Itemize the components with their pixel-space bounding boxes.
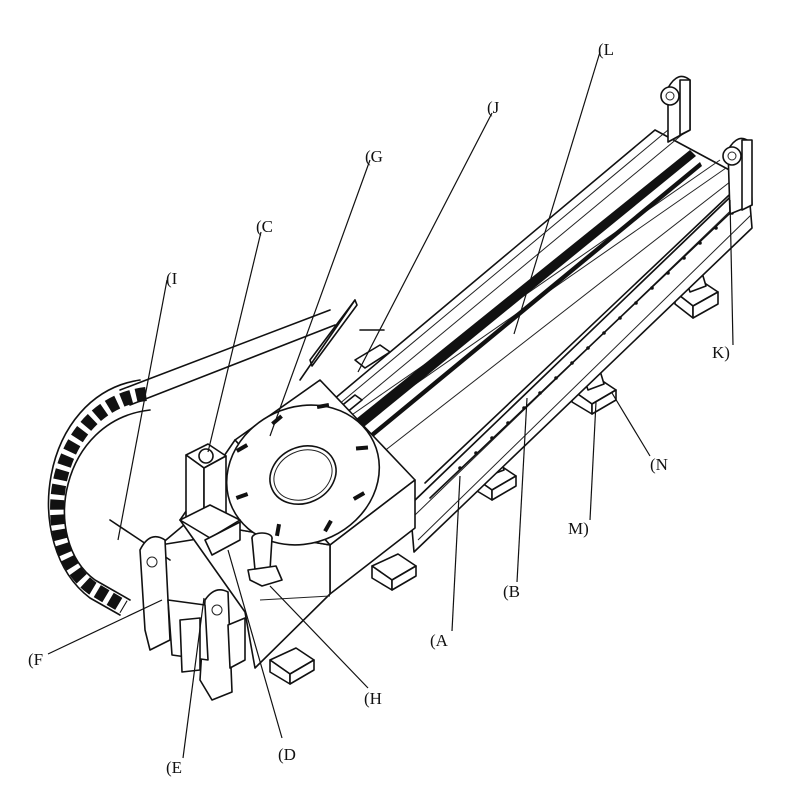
leader-n bbox=[611, 392, 651, 457]
label-i: (I bbox=[166, 269, 178, 288]
drive-motor bbox=[179, 443, 241, 556]
front-plate-right bbox=[199, 589, 233, 701]
leader-i bbox=[117, 279, 168, 541]
label-e: (E bbox=[166, 758, 182, 777]
leader-lines bbox=[47, 51, 734, 759]
rail-bolt-holes bbox=[458, 211, 734, 470]
rotary-ring-plate bbox=[225, 402, 381, 546]
label-k: K) bbox=[712, 343, 730, 362]
leader-e bbox=[182, 597, 205, 759]
ring-clamp-slots bbox=[235, 402, 369, 537]
support-foot-front bbox=[371, 553, 417, 591]
label-l: (L bbox=[598, 40, 614, 59]
leader-d bbox=[227, 549, 283, 739]
leader-f bbox=[47, 599, 163, 655]
leader-m bbox=[589, 401, 597, 521]
support-foot-bottom bbox=[269, 647, 315, 685]
label-m: M) bbox=[568, 519, 589, 538]
leader-a bbox=[451, 475, 461, 632]
end-bracket-upper bbox=[660, 75, 691, 143]
cable-drag-chain bbox=[47, 309, 336, 616]
gear-rack-strip bbox=[330, 150, 696, 448]
ring-inner bbox=[269, 445, 337, 505]
label-a: (A bbox=[430, 631, 449, 650]
label-b: (B bbox=[503, 582, 520, 601]
label-g: (G bbox=[365, 147, 383, 166]
leader-l bbox=[513, 51, 601, 335]
label-f: (F bbox=[28, 650, 43, 669]
leader-k bbox=[729, 199, 734, 346]
front-plate-left bbox=[139, 535, 171, 651]
leader-c bbox=[207, 231, 262, 453]
leader-b bbox=[516, 397, 528, 583]
front-end-frame bbox=[139, 535, 246, 701]
leader-h bbox=[269, 585, 369, 689]
label-h: (H bbox=[364, 689, 382, 708]
label-n: (N bbox=[650, 455, 668, 474]
leader-j bbox=[357, 112, 493, 373]
leader-g bbox=[269, 159, 371, 437]
label-d: (D bbox=[278, 745, 296, 764]
clamp-post bbox=[247, 532, 283, 587]
callout-labels: (A (B (C (D (E (F (G (H (I (J K) (L M) (… bbox=[28, 40, 730, 777]
label-j: (J bbox=[487, 98, 500, 117]
end-bracket-lower bbox=[722, 137, 753, 215]
rear-end-brackets bbox=[660, 75, 753, 215]
label-c: (C bbox=[256, 217, 273, 236]
